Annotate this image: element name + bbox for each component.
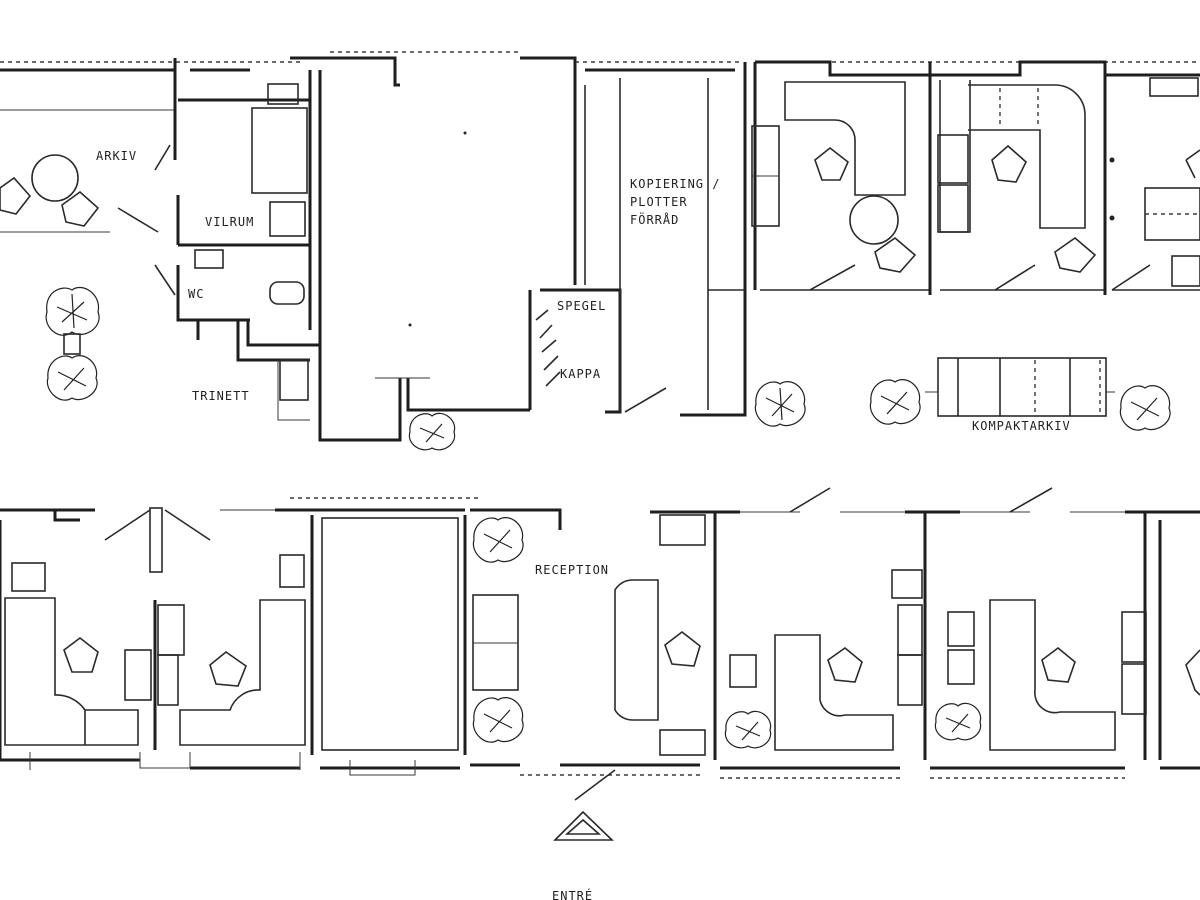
office-top-1 (751, 62, 930, 291)
label-forrad: FÖRRÅD (630, 211, 679, 227)
label-wc: WC (188, 287, 204, 301)
office-bottom-4 (947, 512, 1147, 760)
label-trinett: TRINETT (192, 389, 250, 403)
office-bottom-5 (1158, 520, 1200, 760)
label-kopiering: KOPIERING / (630, 177, 720, 191)
plant-icon (934, 702, 982, 741)
vilrum-wc (154, 70, 312, 330)
plant-icon (724, 710, 772, 749)
label-kappa: KAPPA (560, 367, 601, 381)
office-top-3 (1103, 62, 1200, 295)
entrance-marker (553, 810, 614, 841)
office-top-2 (928, 62, 1105, 295)
kompaktarkiv (925, 357, 1115, 417)
reception (472, 512, 717, 760)
plants (45, 286, 1171, 749)
label-plotter: PLOTTER (630, 195, 688, 209)
plant-icon (869, 379, 921, 425)
kopiering-room (573, 62, 747, 417)
label-entre: ENTRÉ (552, 888, 593, 900)
plant-icon (1119, 385, 1171, 431)
bottom-core (310, 515, 467, 755)
plant-icon (408, 412, 456, 451)
top-outer-wall (0, 51, 1200, 111)
bottom-row-top-wall (0, 487, 1200, 573)
label-kompaktarkiv: KOMPAKTARKIV (972, 419, 1071, 433)
label-vilrum: VILRUM (205, 215, 254, 229)
plant-icon (46, 355, 98, 401)
office-bottom-3 (729, 512, 927, 760)
arkiv-room (0, 58, 250, 322)
office-bottom-2 (153, 554, 306, 750)
plant-icon (45, 286, 100, 336)
label-reception: RECEPTION (535, 563, 609, 577)
plant-icon (754, 381, 806, 427)
plant-icon (472, 697, 524, 743)
trinett (196, 320, 320, 421)
office-bottom-1 (0, 520, 152, 760)
plant-icon (472, 517, 524, 563)
central-core (318, 70, 530, 442)
label-arkiv: ARKIV (96, 149, 137, 163)
bottom-facade (0, 752, 1200, 801)
label-spegel: SPEGEL (557, 299, 606, 313)
